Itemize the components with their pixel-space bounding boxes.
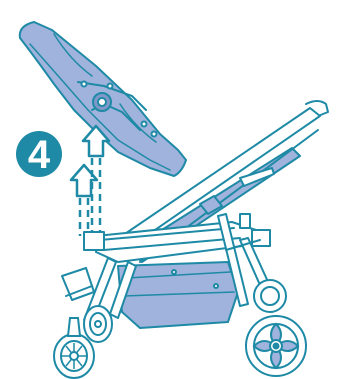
rear-wheel [246, 316, 306, 376]
rear-wheel-far [254, 280, 286, 312]
up-arrow-icon [71, 165, 97, 196]
step-number: 4 [28, 133, 51, 177]
step-badge: 4 [16, 131, 62, 177]
canopy-hub-center [98, 98, 106, 106]
front-wheel-rear [84, 306, 112, 342]
